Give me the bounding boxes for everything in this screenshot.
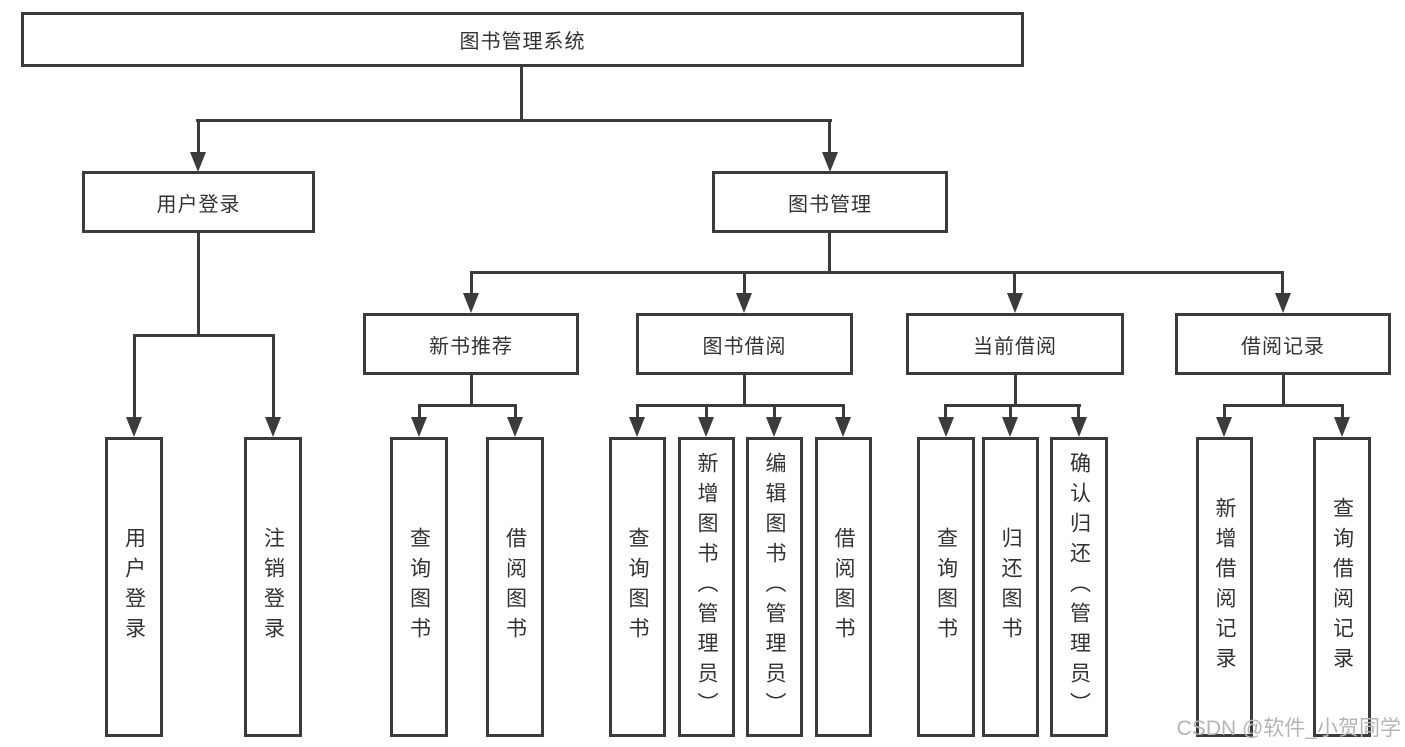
arrow-down-icon — [1007, 293, 1023, 313]
connector-vline — [197, 233, 200, 336]
leaf-label: 确认归还（管理员） — [1067, 452, 1091, 722]
leaf-label: 归还图书 — [999, 527, 1022, 647]
leaf-label: 用户登录 — [122, 527, 146, 647]
connector-vline — [1341, 404, 1344, 421]
connector-hline — [944, 404, 1081, 407]
arrow-down-icon — [463, 293, 479, 313]
connector-hline — [196, 119, 832, 122]
connector-vline — [1223, 404, 1226, 421]
connector-vline — [1281, 271, 1284, 297]
node-user-login: 用户登录 — [82, 171, 315, 233]
node-label: 借阅记录 — [1241, 335, 1325, 358]
leaf-label: 编辑图书（管理员） — [763, 452, 786, 722]
arrow-down-icon — [126, 417, 142, 437]
arrow-down-icon — [822, 152, 838, 172]
node-label: 图书管理 — [788, 193, 872, 216]
leaf-borrow-books-1: 借阅图书 — [486, 437, 544, 737]
node-borrow-records: 借阅记录 — [1175, 313, 1391, 375]
leaf-label: 新增借阅记录 — [1213, 497, 1236, 677]
node-book-borrow: 图书借阅 — [636, 313, 853, 375]
connector-vline — [828, 233, 831, 273]
leaf-query-books-3: 查询图书 — [917, 437, 975, 737]
node-label: 当前借阅 — [973, 335, 1057, 358]
connector-vline — [418, 404, 421, 421]
connector-vline — [1014, 375, 1017, 406]
connector-hline — [1223, 404, 1344, 407]
arrow-down-icon — [1071, 417, 1087, 437]
arrow-down-icon — [507, 417, 523, 437]
connector-vline — [944, 404, 947, 421]
arrow-down-icon — [190, 152, 206, 172]
leaf-confirm-return-admin: 确认归还（管理员） — [1050, 437, 1108, 737]
leaf-borrow-books-2: 借阅图书 — [815, 437, 872, 737]
connector-vline — [197, 119, 200, 155]
node-label: 图书借阅 — [702, 335, 787, 358]
connector-vline — [743, 375, 746, 406]
connector-vline — [1077, 404, 1080, 421]
connector-vline — [470, 271, 473, 297]
connector-vline — [842, 404, 845, 421]
connector-vline — [470, 375, 473, 406]
node-new-book-recommend: 新书推荐 — [363, 313, 579, 375]
arrow-down-icon — [1216, 417, 1232, 437]
connector-vline — [1282, 375, 1285, 406]
leaf-label: 查询图书 — [934, 527, 958, 647]
node-book-management: 图书管理 — [712, 171, 948, 233]
connector-vline — [773, 404, 776, 421]
arrow-down-icon — [1002, 417, 1018, 437]
leaf-label: 借阅图书 — [832, 527, 855, 647]
leaf-return-books: 归还图书 — [982, 437, 1039, 737]
leaf-label: 查询借阅记录 — [1330, 497, 1354, 677]
connector-vline — [514, 404, 517, 421]
node-library-system: 图书管理系统 — [21, 12, 1024, 67]
node-label: 用户登录 — [156, 193, 241, 216]
leaf-label: 借阅图书 — [503, 527, 527, 647]
connector-hline — [418, 404, 517, 407]
leaf-label: 查询图书 — [407, 527, 431, 647]
node-label: 新书推荐 — [429, 335, 513, 358]
node-label: 图书管理系统 — [459, 31, 586, 53]
leaf-user-login: 用户登录 — [105, 437, 163, 737]
connector-vline — [636, 404, 639, 421]
connector-hline — [636, 404, 845, 407]
connector-vline — [743, 271, 746, 297]
connector-hline — [470, 271, 1284, 274]
node-current-borrow: 当前借阅 — [906, 313, 1124, 375]
connector-vline — [828, 119, 831, 155]
arrow-down-icon — [835, 417, 851, 437]
arrow-down-icon — [1334, 417, 1350, 437]
connector-vline — [272, 334, 275, 420]
leaf-query-books-1: 查询图书 — [390, 437, 448, 737]
arrow-down-icon — [736, 293, 752, 313]
arrow-down-icon — [265, 417, 281, 437]
csdn-watermark: CSDN @软件_小贺同学 — [1176, 717, 1401, 740]
connector-vline — [520, 67, 523, 121]
leaf-add-books-admin: 新增图书（管理员） — [678, 437, 735, 737]
arrow-down-icon — [766, 417, 782, 437]
connector-vline — [133, 334, 136, 420]
leaf-add-borrow-record: 新增借阅记录 — [1196, 437, 1253, 737]
arrow-down-icon — [1275, 293, 1291, 313]
leaf-logout: 注销登录 — [244, 437, 302, 737]
connector-vline — [1013, 271, 1016, 297]
leaf-label: 注销登录 — [261, 527, 285, 647]
leaf-query-borrow-record: 查询借阅记录 — [1313, 437, 1371, 737]
leaf-label: 新增图书（管理员） — [695, 452, 718, 722]
connector-vline — [705, 404, 708, 421]
arrow-down-icon — [411, 417, 427, 437]
leaf-edit-books-admin: 编辑图书（管理员） — [746, 437, 803, 737]
leaf-label: 查询图书 — [626, 527, 649, 647]
connector-vline — [1009, 404, 1012, 421]
connector-hline — [133, 334, 275, 337]
leaf-query-books-2: 查询图书 — [609, 437, 666, 737]
arrow-down-icon — [698, 417, 714, 437]
arrow-down-icon — [629, 417, 645, 437]
arrow-down-icon — [938, 417, 954, 437]
